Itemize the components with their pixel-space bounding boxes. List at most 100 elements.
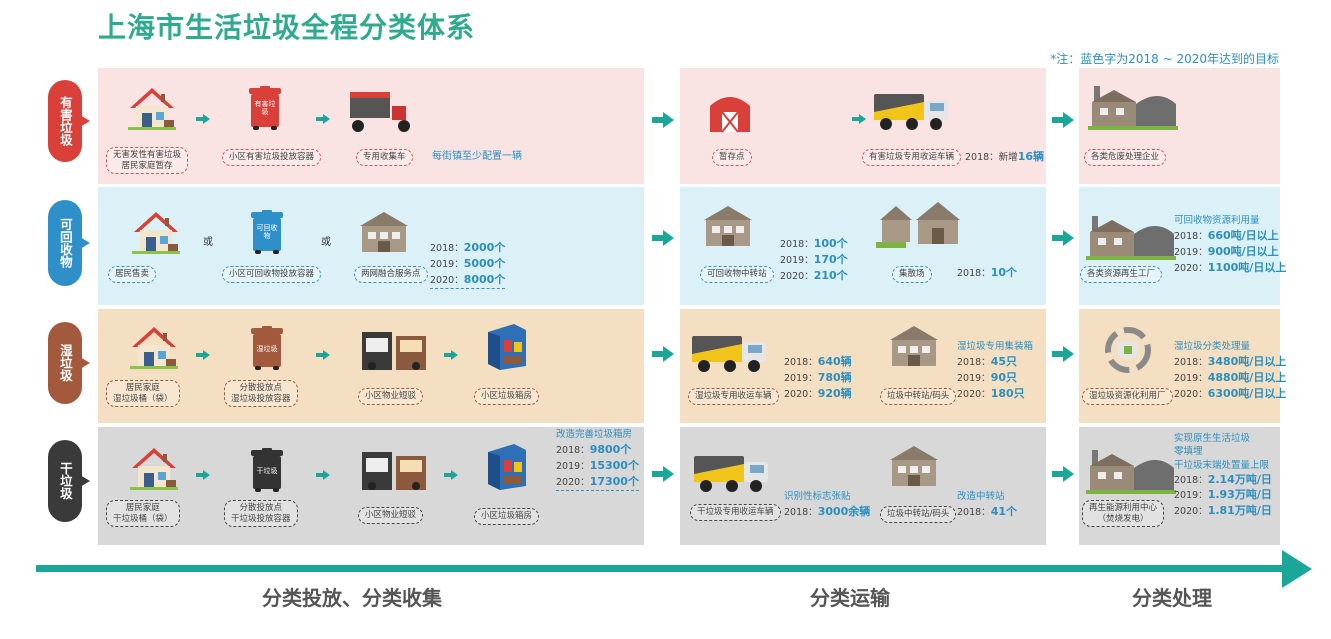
stat-line: 2020：8000个 <box>430 272 506 286</box>
label-hazardous-plant: 各类危废处理企业 <box>1084 149 1167 166</box>
dry-truck-icon <box>692 450 772 494</box>
label-recyclable-plant: 各类资源再生工厂 <box>1080 266 1163 283</box>
label-recyclable-source: 居民售卖 <box>108 266 157 283</box>
factory-icon <box>1086 212 1176 260</box>
wet-truck-icon <box>690 330 770 374</box>
stat-line: 2018：9800个 <box>556 442 632 456</box>
wet-plant-stats: 湿垃圾分类处理量 2018：3480吨/日以上 2019：4880吨/日以上 2… <box>1174 340 1286 402</box>
stat-title: 实现原生生活垃圾 <box>1174 433 1251 444</box>
arrow-icon <box>652 466 674 482</box>
recyclable-transfer-stats: 2018：100个 2019：170个 2020：210个 <box>780 236 848 284</box>
transfer-station-icon <box>886 324 942 368</box>
wet-truck-stats: 2018：640辆 2019：780辆 2020：920辆 <box>784 354 852 402</box>
hazardous-truck-stat: 2018：新增16辆 <box>965 150 1044 163</box>
label-hazardous-truck: 有害垃圾专用收运车辆 <box>862 149 962 166</box>
tag-arrow-dry <box>80 475 90 487</box>
panel-recyclable-transport <box>680 187 1046 305</box>
stat-line: 2019：170个 <box>780 252 848 266</box>
stat-line: 2020：180只 <box>957 386 1025 400</box>
stat-title: 湿垃圾分类处理量 <box>1174 341 1251 352</box>
stat-line: 2020：920辆 <box>784 386 852 400</box>
stat-title: 湿垃圾专用集装箱 <box>957 341 1034 352</box>
label-wet-station: 垃圾中转站/码头 <box>880 388 957 405</box>
arrow-icon <box>316 470 330 480</box>
label-wet-container: 分散投放点湿垃圾投放容器 <box>224 380 298 408</box>
stat-line: 2018：45只 <box>957 354 1017 368</box>
label-dry-container: 分散投放点干垃圾投放容器 <box>224 500 298 528</box>
hazardous-bin-icon: 有害垃圾 <box>248 86 282 130</box>
transfer-station-icon <box>886 444 942 488</box>
tag-arrow-wet <box>80 357 90 369</box>
recyclable-depot-stat: 2018：10个 <box>957 266 1017 279</box>
label-wet-source: 居民家庭湿垃圾桶（袋） <box>106 380 180 408</box>
house-icon <box>128 86 176 130</box>
dry-bin-icon: 干垃圾 <box>250 448 284 492</box>
label-wet-plant: 湿垃圾资源化利用厂 <box>1082 388 1173 405</box>
tag-arrow-hazardous <box>80 115 90 127</box>
dry-room-stats: 改造完善垃圾箱房 2018：9800个 2019：15300个 2020：173… <box>556 428 639 491</box>
arrow-icon <box>1052 346 1074 362</box>
stat-line: 2018：100个 <box>780 237 848 250</box>
stat-line: 2018：2.14万吨/日 <box>1174 472 1272 486</box>
arrow-icon <box>316 350 330 360</box>
label-wet-truck: 湿垃圾专用收运车辆 <box>688 388 779 405</box>
factory-icon <box>1088 82 1178 130</box>
label-recyclable-service: 两网融合服务点 <box>354 266 428 283</box>
dry-truck-stats: 识别性标志张贴 2018：3000余辆 <box>784 490 870 520</box>
label-recyclable-depot: 集散场 <box>892 266 932 283</box>
tag-arrow-recyclable <box>80 237 90 249</box>
stat-line: 2018：2000个 <box>430 241 506 254</box>
process-timeline <box>36 565 1286 572</box>
label-dry-source: 居民家庭干垃圾桶（袋） <box>106 500 180 528</box>
arrow-icon <box>444 470 458 480</box>
bin-room-icon <box>484 442 528 490</box>
stat-line: 2018：41个 <box>957 504 1017 518</box>
stage-collect: 分类投放、分类收集 <box>262 586 442 610</box>
stage-treat: 分类处理 <box>1132 586 1212 610</box>
recycle-icon <box>1098 326 1158 374</box>
arrow-icon <box>1052 466 1074 482</box>
panel-dry-transport <box>680 427 1046 545</box>
storage-point-icon <box>706 88 754 134</box>
or-text: 或 <box>203 237 213 248</box>
dry-station-stats: 改造中转站 2018：41个 <box>957 490 1017 520</box>
house-icon <box>132 210 180 254</box>
stat-line: 2019：90只 <box>957 370 1017 384</box>
stat-title: 零填埋 <box>1174 446 1203 458</box>
tag-recyclable: 可回收物 <box>48 200 82 286</box>
stat-line: 2019：15300个 <box>556 458 639 472</box>
stat-line: 2019：1.93万吨/日 <box>1174 488 1272 502</box>
short-haul-icon <box>360 328 430 372</box>
stat-line: 2020：1100吨/日以上 <box>1174 260 1287 274</box>
stat-line: 2020：6300吨/日以上 <box>1174 386 1287 400</box>
house-icon <box>130 446 178 490</box>
label-recyclable-transfer: 可回收物中转站 <box>700 266 774 283</box>
stat-title: 识别性标志张贴 <box>784 491 851 502</box>
label-dry-truck: 干垃圾专用收运车辆 <box>690 504 781 521</box>
recyclable-plant-stats: 可回收物资源利用量 2018：660吨/日以上 2019：900吨/日以上 20… <box>1174 214 1286 276</box>
arrow-icon <box>444 350 458 360</box>
label-storage-point: 暂存点 <box>712 149 752 166</box>
label-wet-short: 小区物业短驳 <box>358 388 424 405</box>
label-recyclable-container: 小区可回收物投放容器 <box>222 266 322 283</box>
tag-hazardous: 有害垃圾 <box>48 80 82 162</box>
stage-transport: 分类运输 <box>810 586 890 610</box>
label-wet-room: 小区垃圾箱房 <box>474 388 540 405</box>
power-plant-icon <box>1086 446 1176 494</box>
stat-title: 可回收物资源利用量 <box>1174 215 1260 226</box>
label-dry-short: 小区物业短驳 <box>358 507 424 524</box>
label-hazardous-vehicle: 专用收集车 <box>356 149 413 166</box>
note-text: *注：蓝色字为2018 ~ 2020年达到的目标 <box>1050 52 1279 66</box>
label-dry-room: 小区垃圾箱房 <box>474 508 540 525</box>
bin-room-icon <box>484 322 528 370</box>
stat-title: 干垃圾末端处置量上限 <box>1174 459 1270 471</box>
label-dry-station: 垃圾中转站/码头 <box>880 506 957 523</box>
stat-line: 2019：900吨/日以上 <box>1174 244 1279 258</box>
hazardous-truck-icon <box>872 88 952 132</box>
page-title: 上海市生活垃圾全程分类体系 <box>98 11 476 44</box>
depot-icon <box>876 202 976 250</box>
tag-dry: 干垃圾 <box>48 440 82 522</box>
stat-line: 2018：640辆 <box>784 355 852 368</box>
timeline-arrow-icon <box>1282 550 1312 588</box>
stat-line: 2020：210个 <box>780 268 848 282</box>
